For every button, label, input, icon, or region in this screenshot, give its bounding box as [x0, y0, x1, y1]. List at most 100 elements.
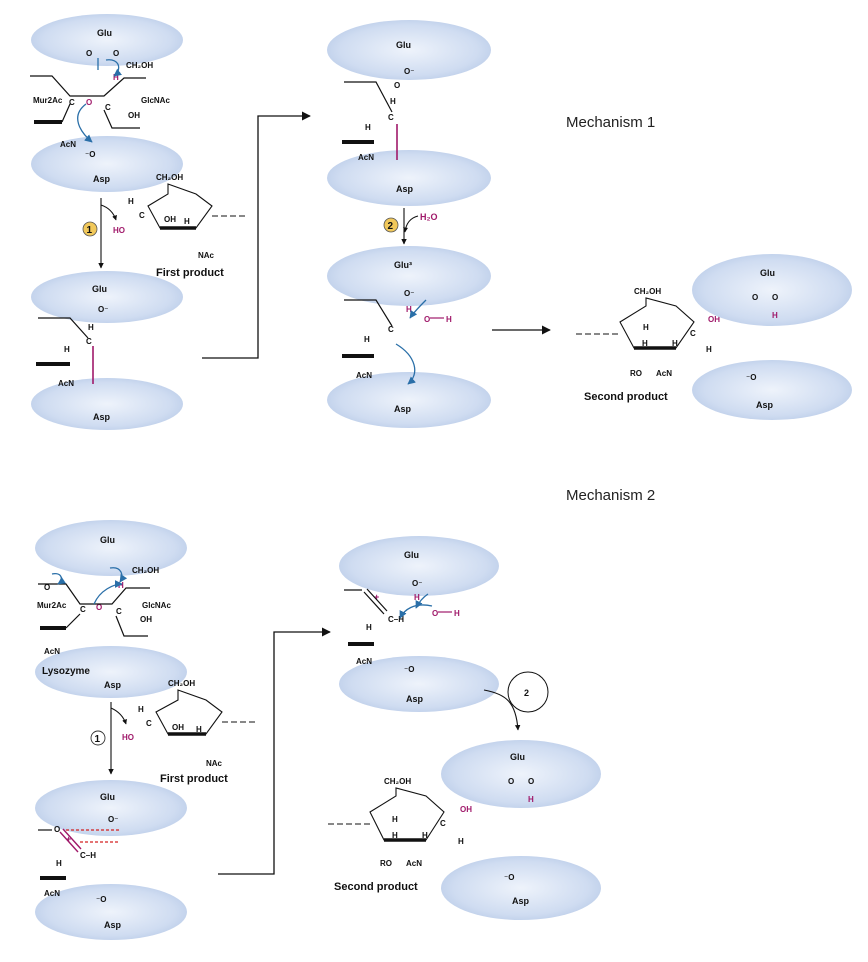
oxygen-label: O	[752, 293, 758, 302]
ch2oh-label: CH₂OH	[126, 61, 153, 70]
m2-step-2: 2	[483, 671, 549, 731]
connector-arrow	[202, 111, 311, 359]
h-label: H	[422, 831, 428, 840]
glu3-label: Glu³	[394, 260, 412, 270]
ch2oh-label: CH₂OH	[634, 287, 661, 296]
h-label: H	[706, 345, 712, 354]
h-label: H	[390, 97, 396, 106]
oh-label: OH	[460, 805, 472, 814]
second-product-m1: CH₂OH C OH H H H H RO AcN Second product	[576, 287, 720, 403]
oxygen-label: O	[772, 293, 778, 302]
first-product-caption: First product	[156, 267, 224, 279]
h-label: H	[458, 837, 464, 846]
glu-label: Glu	[100, 792, 115, 802]
oxygen-label: O	[86, 49, 92, 58]
oxygen-label: O	[113, 49, 119, 58]
asp-label: Asp	[396, 184, 414, 194]
acn-label: AcN	[656, 369, 672, 378]
asp-label: Asp	[394, 404, 412, 414]
ch2oh-label: CH₂OH	[156, 173, 183, 182]
proton-label: H	[406, 305, 412, 314]
carbon-label: C	[116, 607, 122, 616]
glcnac-label: GlcNAc	[142, 601, 171, 610]
glu-label: Glu	[100, 535, 115, 545]
h-label: H	[196, 725, 202, 734]
enzyme-lobe-top	[31, 14, 183, 66]
carboxylate-label: O⁻	[404, 289, 414, 298]
glu-label: Glu	[92, 284, 107, 294]
acn-label: AcN	[44, 647, 60, 656]
h-label: H	[392, 831, 398, 840]
proton-label: H	[118, 581, 124, 590]
first-product-m1: CH₂OH H C HO OH H NAc First product	[113, 173, 246, 279]
oh-label: OH	[140, 615, 152, 624]
mur2ac-label: Mur2Ac	[33, 96, 63, 105]
oxygen-label: O	[44, 583, 50, 592]
m1-panel-substrate: Glu O O CH₂OH H Mur2Ac GlcNAc O C C OH A…	[30, 14, 183, 192]
h-label: H	[56, 859, 62, 868]
h-label: H	[128, 197, 134, 206]
mechanism-2-title: Mechanism 2	[566, 487, 656, 504]
asp-label: Asp	[512, 896, 530, 906]
acn-label: AcN	[356, 371, 372, 380]
enzyme-lobe-bottom	[31, 136, 183, 192]
m2-panel-oxocarbenium: Glu O⁻ O + C–H H AcN ⁻O Asp	[35, 780, 187, 940]
oxygen-label: O	[54, 825, 60, 834]
carbon-label: C	[139, 211, 145, 220]
oxygen-label: O	[528, 777, 534, 786]
ro-label: RO	[630, 369, 642, 378]
plus-label: +	[374, 592, 379, 602]
carbon-label: C	[690, 329, 696, 338]
carboxylate-label: O⁻	[404, 67, 414, 76]
carboxylate-label: ⁻O	[404, 665, 414, 674]
carboxylate-label: ⁻O	[96, 895, 106, 904]
h-label: H	[88, 323, 94, 332]
asp-label: Asp	[756, 400, 774, 410]
asp-label: Asp	[93, 174, 111, 184]
h-label: H	[64, 345, 70, 354]
second-product-m2: CH₂OH C OH H H H H RO AcN Second product	[328, 777, 472, 893]
h-label: H	[454, 609, 460, 618]
acn-label: AcN	[356, 657, 372, 666]
carbon-label: C	[440, 819, 446, 828]
glu-label: Glu	[404, 550, 419, 560]
step-1-badge	[82, 221, 98, 237]
nac-label: NAc	[206, 759, 223, 768]
m1-step-2: 2 H₂O	[383, 208, 438, 245]
m1-panel-regenerated-enzyme: Glu O O H ⁻O Asp	[692, 254, 852, 420]
h-label: H	[392, 815, 398, 824]
step-number: 1	[87, 225, 93, 236]
oh-label: OH	[128, 111, 140, 120]
lysozyme-label: Lysozyme	[42, 666, 90, 677]
mur2ac-label: Mur2Ac	[37, 601, 67, 610]
carboxylate-label: ⁻O	[746, 373, 756, 382]
ch-label: C–H	[80, 851, 96, 860]
ch2oh-label: CH₂OH	[132, 566, 159, 575]
carboxylate-label: O⁻	[108, 815, 118, 824]
oh-label: OH	[172, 723, 184, 732]
proton-label: H	[528, 795, 534, 804]
acn-label: AcN	[60, 140, 76, 149]
acn-label: AcN	[406, 859, 422, 868]
step-number: 2	[524, 688, 529, 698]
glu-label: Glu	[510, 752, 525, 762]
m2-panel-substrate: Glu CH₂OH O H Mur2Ac GlcNAc O C C OH AcN…	[35, 520, 187, 698]
second-product-caption: Second product	[334, 881, 418, 893]
carbon-label: C	[86, 337, 92, 346]
proton-label: H	[414, 593, 420, 602]
carboxylate-label: ⁻O	[85, 150, 95, 159]
acn-label: AcN	[58, 379, 74, 388]
connector-arrow	[218, 627, 331, 875]
nac-label: NAc	[198, 251, 215, 260]
step-number: 1	[95, 734, 101, 745]
asp-label: Asp	[406, 694, 424, 704]
m2-panel-regenerated-asp: ⁻O Asp	[441, 856, 601, 920]
glu-label: Glu	[760, 268, 775, 278]
h-label: H	[364, 335, 370, 344]
h-label: H	[642, 339, 648, 348]
h-label: H	[672, 339, 678, 348]
m2-step-1: 1	[90, 702, 127, 775]
carboxylate-label: O⁻	[412, 579, 422, 588]
h-label: H	[184, 217, 190, 226]
asp-label: Asp	[104, 680, 122, 690]
